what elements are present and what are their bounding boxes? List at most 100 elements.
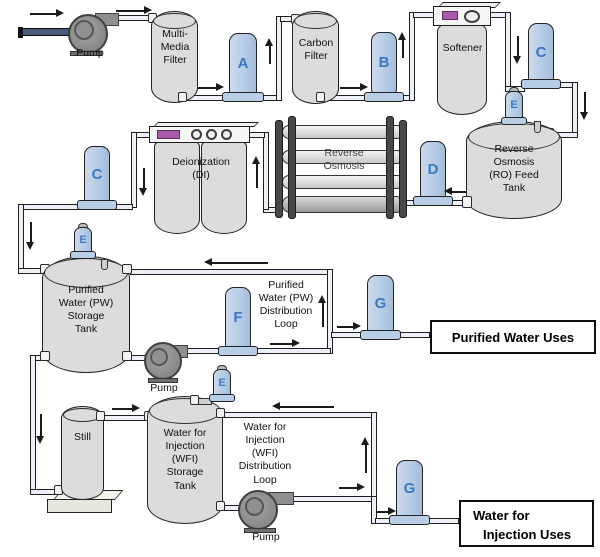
- flow-arrow: [361, 437, 370, 473]
- purified-water-uses-label: Purified Water Uses: [451, 329, 575, 345]
- pipe: [371, 412, 377, 502]
- softener-head-accent: [442, 11, 458, 20]
- wfi-uses-label-line2: Injection Uses: [483, 526, 572, 542]
- ro-rack-post: [386, 116, 394, 219]
- flow-arrow: [339, 483, 365, 492]
- pump-hub: [74, 20, 94, 40]
- ro-rack-post: [399, 120, 407, 218]
- pipe: [18, 204, 80, 210]
- pipe: [130, 269, 332, 275]
- reverse-osmosis-label: Reverse Osmosis: [323, 147, 365, 173]
- pipe: [263, 132, 269, 210]
- filter-c-left-letter: C: [91, 166, 103, 183]
- pipe-fitting: [216, 408, 225, 418]
- flow-arrow: [513, 36, 522, 64]
- flow-arrow: [580, 92, 589, 120]
- flow-arrow: [139, 168, 148, 196]
- filter-b: B: [371, 32, 397, 93]
- pipe: [290, 496, 375, 502]
- wfi-pump-label: Pump: [252, 531, 280, 543]
- pump-hub: [245, 497, 264, 516]
- filter-g-wfi-letter: G: [403, 480, 416, 497]
- flow-arrow: [398, 32, 407, 58]
- pipe: [103, 415, 150, 421]
- wfi-storage-tank-label: Water for Injection (WFI) Storage Tank: [163, 427, 207, 492]
- flow-arrow: [340, 83, 368, 92]
- wfi-loop-pump: [236, 486, 294, 536]
- softener-label: Softener: [442, 42, 483, 54]
- di-head-dial: [221, 129, 232, 140]
- pipe-fitting: [40, 351, 50, 361]
- filter-f: F: [225, 287, 251, 348]
- flow-arrow: [36, 414, 45, 444]
- wfi-uses-box: Water for Injection Uses: [459, 500, 594, 547]
- flow-arrow: [252, 156, 261, 188]
- pipe: [572, 82, 578, 138]
- pipe: [184, 348, 220, 354]
- flow-arrow: [270, 339, 300, 348]
- pipe: [331, 332, 363, 338]
- pump-feet: [148, 378, 178, 383]
- filter-f-letter: F: [233, 309, 243, 326]
- pw-storage-tank-label: Purified Water (PW) Storage Tank: [58, 284, 114, 336]
- vent-e-pw-base: [70, 251, 96, 259]
- pipe: [505, 12, 511, 88]
- tank-rim: [294, 13, 337, 29]
- deionization-label: Deionization (DI): [172, 156, 230, 182]
- filter-c-top-base: [521, 79, 561, 89]
- feed-pump: [64, 10, 119, 58]
- pw-pump-label: Pump: [150, 382, 178, 394]
- carbon-filter-label: Carbon Filter: [298, 37, 334, 63]
- flow-arrow: [265, 38, 274, 64]
- filter-d-letter: D: [427, 161, 439, 178]
- flow-arrow: [116, 6, 152, 15]
- filter-a-letter: A: [237, 55, 249, 72]
- filter-a: A: [229, 33, 257, 94]
- pump-hub: [150, 348, 168, 366]
- pipe-fitting: [316, 92, 325, 102]
- pipe: [409, 12, 415, 101]
- di-head-accent: [157, 130, 180, 139]
- di-cylinder-left: [154, 141, 200, 234]
- filter-d: D: [420, 141, 446, 198]
- vent-e-ro-letter: E: [510, 99, 518, 111]
- vent-filter-e-ro: E: [505, 91, 523, 119]
- pipe: [427, 518, 459, 524]
- feed-pump-label: Pump: [76, 47, 104, 59]
- ro-rack-post: [275, 120, 283, 218]
- pipe-fitting: [178, 92, 187, 102]
- filter-c-top: C: [528, 23, 554, 81]
- vent-filter-e-pw: E: [74, 227, 92, 253]
- filter-a-base: [222, 92, 264, 102]
- flow-arrow: [376, 507, 396, 516]
- ro-feed-tank-label: Reverse Osmosis (RO) Feed Tank: [489, 143, 539, 195]
- filter-d-base: [413, 196, 453, 206]
- softener-head-dial: [464, 10, 480, 23]
- pipe-fitting: [462, 196, 472, 208]
- flow-arrow: [198, 83, 224, 92]
- flow-arrow: [30, 9, 64, 18]
- di-head-dial: [191, 129, 202, 140]
- tank-vent-elbow: [101, 259, 108, 270]
- flow-arrow: [337, 322, 361, 331]
- pipe: [398, 332, 430, 338]
- tank-rim: [153, 13, 196, 29]
- feed-pipe-endcap: [18, 27, 23, 38]
- pipe: [276, 16, 282, 101]
- pump-feet: [70, 51, 102, 56]
- filter-g-pw: G: [367, 275, 394, 332]
- filter-c-top-letter: C: [535, 43, 547, 61]
- still-pedestal: [47, 499, 112, 513]
- filter-g-pw-base: [360, 330, 401, 340]
- ro-rack-post: [288, 116, 296, 219]
- still-label: Still: [74, 431, 91, 443]
- softener-tank: [437, 24, 487, 115]
- filter-g-wfi-base: [389, 515, 430, 525]
- vent-e-wfi-letter: E: [218, 376, 226, 389]
- filter-c-left-base: [77, 200, 117, 210]
- filter-g-pw-letter: G: [374, 295, 387, 312]
- pipe-fitting: [122, 351, 132, 361]
- di-head-dial: [206, 129, 217, 140]
- tank-rim: [149, 398, 221, 424]
